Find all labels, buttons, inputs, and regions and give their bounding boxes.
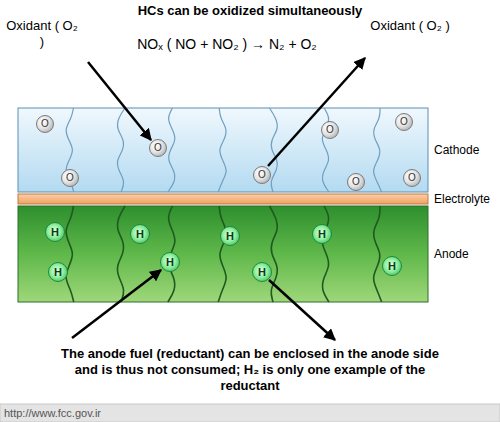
hydrogen-atom: H <box>252 262 272 282</box>
atom-symbol: O <box>66 173 74 183</box>
oxygen-atom: O <box>321 121 339 139</box>
footer-bar <box>0 404 500 422</box>
arrow <box>268 58 365 166</box>
layer-label: Electrolyte <box>434 191 490 207</box>
layer-band <box>18 108 428 192</box>
atom-symbol: O <box>258 170 266 180</box>
pore-crack <box>374 108 382 192</box>
hydrogen-atom: H <box>220 226 240 246</box>
pore-crack <box>117 206 125 302</box>
layer-band: Electrolyte <box>18 194 428 204</box>
layer-label: Anode <box>434 246 469 262</box>
layer-band <box>18 206 428 302</box>
atom-symbol: H <box>51 227 59 238</box>
hydrogen-atom: H <box>45 222 65 242</box>
oxygen-atom: O <box>347 173 365 191</box>
atom-symbol: O <box>154 143 162 153</box>
hydrogen-atom: H <box>312 224 332 244</box>
label-holder: http://www.fcc.gov.ir <box>4 406 204 420</box>
pore-crack <box>66 206 74 302</box>
atom-symbol: O <box>326 125 334 135</box>
oxygen-atom: O <box>395 113 413 131</box>
pore-crack <box>322 206 329 302</box>
atom-symbol: O <box>41 119 49 129</box>
note-text: The anode fuel (reductant) can be enclos… <box>58 346 442 394</box>
atom-symbol: H <box>318 229 326 240</box>
atom-symbol: O <box>352 177 360 187</box>
atom-symbol: O <box>408 173 416 183</box>
arrow <box>72 270 161 338</box>
oxygen-atom: O <box>253 166 271 184</box>
title-holder: HCs can be oxidized simultaneously <box>0 3 500 19</box>
annotation: Oxidant ( O₂ ) <box>4 18 80 50</box>
hydrogen-atom: H <box>48 262 68 282</box>
title: HCs can be oxidized simultaneously <box>0 3 500 19</box>
atom-symbol: H <box>226 231 234 242</box>
annotation: NOₓ ( NO + NO₂ ) → N₂ + O₂ <box>92 36 362 53</box>
oxygen-atom: O <box>403 169 421 187</box>
layer-bands <box>18 108 428 302</box>
annotation: Oxidant ( O₂ ) <box>370 18 450 34</box>
pore-crack <box>218 108 226 192</box>
oxygen-atom: O <box>36 115 54 133</box>
atom-symbol: H <box>54 267 62 278</box>
layer-band: OOOOOOOOCathode <box>18 108 428 192</box>
hydrogen-atom: H <box>160 252 180 272</box>
atom-symbol: H <box>258 267 266 278</box>
pore-crack <box>66 108 74 192</box>
atom-symbol: H <box>136 229 144 240</box>
layer-band: HHHHHHHHAnode <box>18 206 428 302</box>
pore-crack <box>117 108 125 192</box>
hydrogen-atom: H <box>130 224 150 244</box>
pore-crack <box>168 108 175 192</box>
layer-band <box>18 194 428 204</box>
oxygen-atom: O <box>149 139 167 157</box>
label-holder: Oxidant ( O₂ ) <box>4 18 80 50</box>
label-holder: The anode fuel (reductant) can be enclos… <box>58 346 442 394</box>
arrow <box>88 62 151 140</box>
oxygen-atom: O <box>61 169 79 187</box>
atom-symbol: H <box>388 261 396 272</box>
label-holder: Oxidant ( O₂ ) <box>370 18 450 34</box>
atom-symbol: H <box>166 257 174 268</box>
atom-symbol: O <box>400 117 408 127</box>
label-holder: NOₓ ( NO + NO₂ ) → N₂ + O₂ <box>92 36 362 53</box>
hydrogen-atom: H <box>382 256 402 276</box>
watermark: http://www.fcc.gov.ir <box>4 406 204 420</box>
pore-crack <box>374 206 382 302</box>
layer-label: Cathode <box>434 142 479 158</box>
pore-crack <box>218 206 226 302</box>
pore-crack <box>269 108 277 192</box>
arrow <box>269 280 335 340</box>
